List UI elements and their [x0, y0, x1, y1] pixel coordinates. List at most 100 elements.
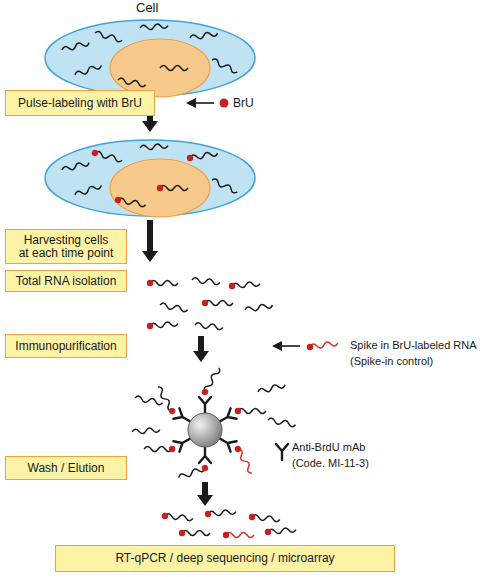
- illustration-part: [226, 533, 254, 538]
- illustration-part: [118, 78, 146, 88]
- illustration-part: [234, 445, 255, 475]
- illustration-part: [140, 23, 168, 30]
- step-box: Immunopurification: [5, 334, 127, 358]
- illustration-part: [245, 303, 273, 313]
- illustration-part: [178, 464, 210, 481]
- illustration-part: [188, 413, 222, 447]
- illustration-part: [211, 178, 238, 194]
- step-box: RT-qPCR / deep sequencing / microarray: [55, 545, 395, 572]
- illustration-part: [141, 424, 193, 467]
- illustration-part: [208, 509, 236, 516]
- illustration-part: [114, 196, 121, 203]
- illustration-part: [194, 102, 214, 104]
- step-box: Pulse-labeling with BrU: [5, 90, 155, 116]
- rna-strand: [147, 278, 273, 330]
- illustration-part: [178, 447, 211, 481]
- annotation-label: (Code. MI-11-3): [292, 456, 369, 470]
- flow-arrow: [197, 482, 213, 506]
- annotation-label: Cell: [136, 1, 158, 15]
- antibody-symbol: [276, 444, 288, 460]
- step-box: Harvesting cells at each time point: [5, 229, 127, 264]
- illustration-part: [160, 66, 188, 71]
- illustration-part: [268, 527, 296, 534]
- illustration-part: [61, 40, 89, 52]
- step-text: Immunopurification: [15, 340, 116, 353]
- cell: [45, 140, 255, 217]
- illustration-part: [74, 63, 102, 77]
- illustration-part: [223, 532, 254, 538]
- rna-strand: [162, 508, 297, 538]
- illustration-part: [160, 303, 188, 313]
- illustration-part: [45, 20, 255, 96]
- illustration-part: [94, 31, 122, 43]
- illustration-part: [252, 515, 280, 522]
- illustration-part: [179, 530, 210, 536]
- cell: [45, 20, 255, 97]
- rna-strand: [132, 382, 296, 434]
- illustration-part: [257, 382, 285, 394]
- flow-arrow: [193, 336, 209, 362]
- illustration-part: [186, 150, 218, 162]
- illustration-part: [235, 408, 266, 414]
- annotation-label: Spike in BrU-labeled RNA: [350, 338, 477, 352]
- illustration-part: [94, 151, 122, 163]
- flow-arrow: [142, 220, 158, 262]
- illustration-part: [61, 160, 89, 172]
- illustration-part: [132, 427, 160, 434]
- illustration-part: [272, 341, 282, 351]
- illustration-part: [155, 385, 176, 415]
- illustration-part: [202, 300, 208, 306]
- illustration-part: [150, 321, 178, 328]
- illustration-part: [229, 283, 236, 290]
- illustration-part: [205, 511, 212, 518]
- illustration-part: [265, 526, 297, 535]
- illustration-part: [118, 198, 146, 208]
- illustration-part: [157, 185, 188, 191]
- illustration-part: [190, 31, 218, 41]
- illustration-part: [110, 39, 210, 97]
- illustration-part: [144, 446, 175, 452]
- bru-input: [186, 98, 229, 108]
- step-box: Wash / Elution: [5, 456, 127, 480]
- illustration-part: [265, 529, 272, 536]
- illustration-part: [306, 343, 313, 350]
- illustration-part: [199, 447, 211, 463]
- rna-strand: [61, 23, 238, 87]
- antibody-bead: [141, 366, 268, 480]
- illustration-part: [162, 513, 169, 520]
- step-text: Harvesting cells at each time point: [18, 234, 114, 260]
- illustration-part: [202, 300, 233, 306]
- illustration-part: [135, 396, 163, 406]
- illustration-part: [147, 280, 178, 286]
- illustration-part: [140, 143, 168, 150]
- illustration-part: [199, 366, 222, 413]
- illustration-part: [144, 447, 172, 452]
- illustration-part: [223, 532, 229, 538]
- spike-in-input: [272, 340, 338, 351]
- illustration-part: [192, 278, 220, 285]
- illustration-part: [280, 345, 300, 347]
- annotation-label: Anti-BrdU mAb: [292, 440, 365, 454]
- illustration-part: [220, 99, 229, 108]
- illustration-part: [186, 98, 196, 108]
- rna-strand: [61, 143, 238, 208]
- illustration-part: [249, 514, 256, 521]
- step-text: RT-qPCR / deep sequencing / microarray: [115, 552, 334, 565]
- illustration-part: [165, 514, 193, 521]
- illustration-part: [306, 340, 338, 351]
- illustration-part: [147, 280, 153, 286]
- illustration-part: [238, 409, 266, 414]
- illustration-part: [205, 301, 233, 306]
- illustration-part: [91, 149, 99, 157]
- illustration-part: [201, 388, 210, 397]
- step-text: Total RNA isolation: [16, 275, 117, 288]
- illustration-part: [310, 341, 338, 350]
- illustration-part: [110, 159, 210, 217]
- illustration-part: [235, 408, 241, 414]
- illustration-part: [91, 149, 123, 163]
- illustration-part: [45, 140, 255, 216]
- illustration-part: [74, 183, 102, 197]
- illustration-part: [147, 320, 179, 329]
- illustration-part: [157, 185, 163, 191]
